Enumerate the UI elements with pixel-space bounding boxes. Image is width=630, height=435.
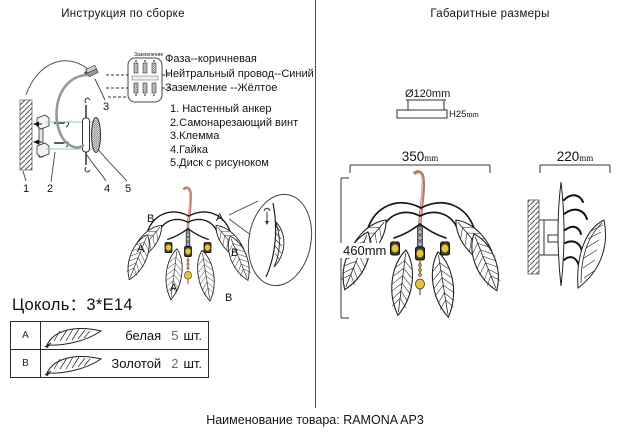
row-a-unit: шт. <box>183 328 202 343</box>
screw-detail-icon <box>263 207 271 225</box>
product-name-value: RAMONA AP3 <box>343 413 424 427</box>
diameter-dim-label: Ø120mm <box>405 88 450 100</box>
row-a-color: белая <box>125 328 162 343</box>
row-b-color: Золотой <box>111 356 162 371</box>
table-row-a: A белая 5 шт. <box>11 322 208 350</box>
wire-connector <box>84 64 99 78</box>
detail-callout <box>228 193 313 287</box>
assembly-title: Инструкция по сборке <box>61 8 185 20</box>
side-view-drawing: 220mm <box>527 149 611 289</box>
height-dim-label: 460mm <box>343 243 386 258</box>
part-number-2: 2 <box>47 183 53 195</box>
wiring-phase: Фаза--коричневая <box>165 53 257 65</box>
leaf-b-drawing <box>44 355 103 376</box>
leaf-label-a1: A <box>216 212 224 224</box>
row-a-key: A <box>11 322 41 349</box>
leaf-label-b3: B <box>225 292 232 304</box>
part-item-1: 1. Настенный анкер <box>170 103 272 115</box>
part-item-5: 5.Диск с рисуноком <box>170 157 269 170</box>
mounting-arm <box>539 219 562 256</box>
part-item-3: 3.Клемма <box>170 130 220 143</box>
assembly-diagram: Заземление 1 2 3 4 5 <box>19 52 170 195</box>
parts-list: 1. Настенный анкер 2.Самонарезающий винт… <box>170 103 298 171</box>
wiring-ground: Заземление --Жёлтое <box>165 82 278 95</box>
wall <box>19 99 33 171</box>
socket-spec: Цоколь：3*E14 <box>12 296 133 314</box>
leaf-label-b1: B <box>147 213 154 225</box>
wiring-neutral: Нейтральный провод--Синий <box>165 67 314 80</box>
power-cord <box>55 73 89 149</box>
row-b-unit: шт. <box>183 356 202 371</box>
part-number-1: 1 <box>23 183 29 195</box>
leaf-label-b2: B <box>231 247 238 259</box>
row-a-qty: 5 <box>171 328 179 343</box>
product-name-label: Наименование товара: <box>206 413 340 427</box>
patterned-disc <box>91 117 101 153</box>
part-numbers: 1 2 3 4 5 <box>23 101 131 195</box>
row-b-key: B <box>11 350 41 377</box>
leaf-color-table: A белая 5 шт. B Золотой <box>10 321 209 378</box>
product-name-line: Наименование товара: RAMONA AP3 <box>0 413 630 427</box>
width-dim-label: 350mm <box>402 149 439 164</box>
wall-anchor <box>33 114 50 158</box>
ground-wire <box>25 60 91 96</box>
ground-terminal-label: Заземление <box>134 52 163 58</box>
side-big-leaf <box>577 219 607 289</box>
backplate-height-label: H25mm <box>449 109 480 120</box>
leaf-label-a2: A <box>137 243 145 255</box>
dimensions-title: Габаритные размеры <box>430 8 550 20</box>
part-number-4: 4 <box>104 183 110 195</box>
callout-leaders <box>22 78 128 183</box>
part-number-5: 5 <box>125 183 131 195</box>
leaf-labels: B A A B A B <box>137 212 238 304</box>
depth-dimension: 220mm <box>539 149 611 173</box>
center-divider <box>315 0 316 408</box>
wiring-legend: Фаза--коричневая Нейтральный провод--Син… <box>165 52 314 96</box>
leaf-cluster <box>125 188 255 302</box>
wall-side <box>527 199 540 275</box>
lamp-drawing: B A A B A B <box>125 183 313 304</box>
width-dimension: 350mm <box>349 149 491 173</box>
front-view-drawing: 350mm 460mm <box>330 149 506 336</box>
depth-dim-label: 220mm <box>557 149 594 164</box>
canopy-plate <box>82 97 91 173</box>
row-b-qty: 2 <box>171 356 179 371</box>
table-row-b: B Золотой 2 шт. <box>11 350 208 377</box>
part-number-3: 3 <box>103 101 109 113</box>
part-item-4: 4.Гайка <box>170 143 208 156</box>
leaf-a-drawing <box>44 327 103 348</box>
backplate-dimension-drawing: Ø120mm H25mm <box>396 88 480 120</box>
terminal-block <box>106 57 170 103</box>
leaf-label-a3: A <box>170 282 178 294</box>
backplate-side <box>557 181 565 287</box>
part-item-2: 2.Самонарезающий винт <box>170 116 299 129</box>
